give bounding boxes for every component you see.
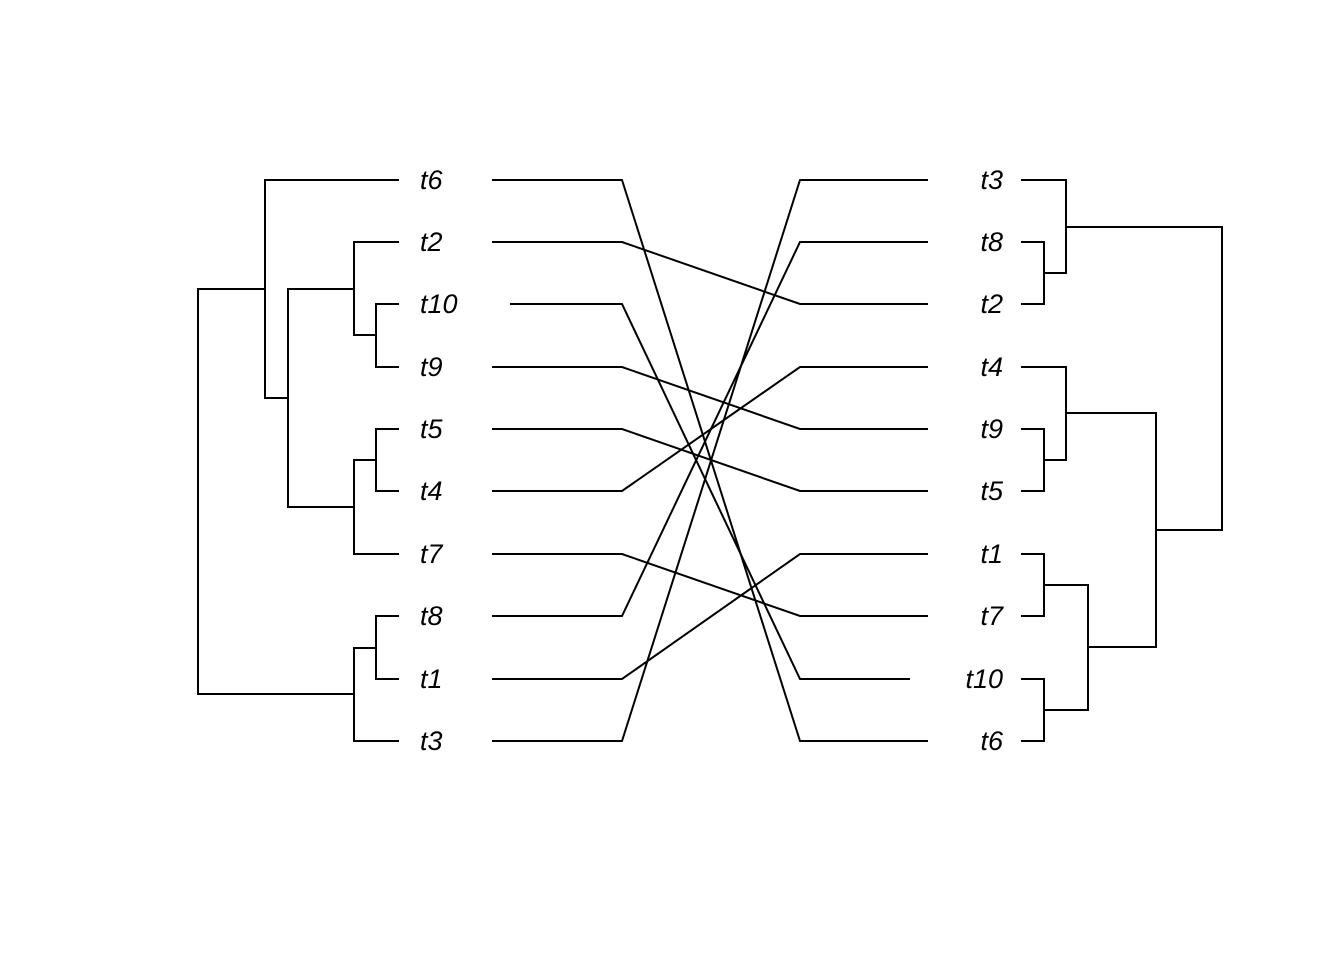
left-tip-label: t10 bbox=[420, 289, 458, 319]
left-tip-label: t6 bbox=[420, 165, 444, 195]
right-tip-label: t7 bbox=[980, 601, 1004, 631]
left-tip-label: t3 bbox=[420, 726, 443, 756]
left-tip-labels: t6 t2 t10 t9 t5 t4 t7 t8 t1 t3 bbox=[420, 165, 458, 756]
right-tip-labels: t3 t8 t2 t4 t9 t5 t1 t7 t10 t6 bbox=[965, 165, 1004, 756]
right-tip-label: t1 bbox=[980, 539, 1003, 569]
connector-t7 bbox=[492, 553, 928, 617]
left-tip-label: t9 bbox=[420, 352, 443, 382]
connector-t10 bbox=[510, 303, 910, 680]
right-tree bbox=[1021, 179, 1223, 742]
left-tip-label: t8 bbox=[420, 601, 443, 631]
left-tip-label: t2 bbox=[420, 227, 443, 257]
right-tip-label: t10 bbox=[965, 664, 1003, 694]
tip-connectors bbox=[492, 179, 928, 742]
connector-t2 bbox=[492, 241, 928, 305]
left-tree bbox=[197, 179, 399, 742]
connector-t1 bbox=[492, 553, 928, 680]
left-tip-label: t7 bbox=[420, 539, 444, 569]
left-tip-label: t4 bbox=[420, 476, 443, 506]
connector-t3 bbox=[492, 179, 928, 742]
right-tip-label: t3 bbox=[980, 165, 1003, 195]
connector-t8 bbox=[492, 241, 928, 617]
right-tip-label: t9 bbox=[980, 414, 1003, 444]
right-tip-label: t6 bbox=[980, 726, 1004, 756]
left-tip-label: t1 bbox=[420, 664, 443, 694]
right-tip-label: t5 bbox=[980, 476, 1004, 506]
connector-t9 bbox=[492, 366, 928, 430]
connector-t5 bbox=[492, 428, 928, 492]
left-tip-label: t5 bbox=[420, 414, 444, 444]
right-tip-label: t2 bbox=[980, 289, 1003, 319]
right-tip-label: t8 bbox=[980, 227, 1003, 257]
right-tip-label: t4 bbox=[980, 352, 1003, 382]
